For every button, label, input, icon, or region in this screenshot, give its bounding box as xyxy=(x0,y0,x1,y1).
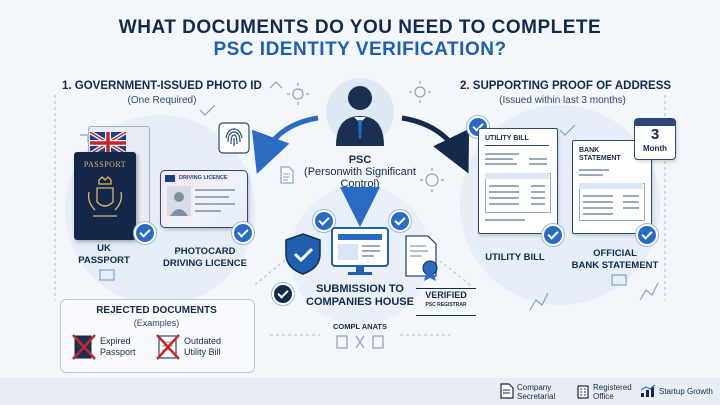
royal-crest-icon xyxy=(87,176,123,217)
licence-label-line2: DRIVING LICENCE xyxy=(163,258,247,269)
growth-chart-icon xyxy=(640,384,656,397)
building-icon xyxy=(577,385,589,399)
arrow-to-address xyxy=(401,115,470,174)
calendar-number: 3 xyxy=(650,126,660,143)
title-line-2: PSC IDENTITY VERIFICATION? xyxy=(213,39,507,60)
section1-subtitle: (One Required) xyxy=(127,95,197,106)
rejected-item-1-line2: Passport xyxy=(100,347,136,357)
bank-doc-title-line2: STATEMENT xyxy=(579,155,621,162)
footer-item-1-line2: Secretarial xyxy=(517,392,556,401)
rejected-item-1: Expired Passport xyxy=(100,336,136,358)
shield-check-icon xyxy=(272,283,294,305)
section2-subtitle: (Issued within last 3 months) xyxy=(499,95,626,106)
utility-bill-document: UTILITY BILL xyxy=(478,128,558,234)
outdated-utility-bill-icon xyxy=(156,334,180,360)
section2-title: 2. SUPPORTING PROOF OF ADDRESS xyxy=(460,80,672,92)
stamp-line1: VERIFIED xyxy=(425,290,467,300)
verified-stamp: VERIFIED PSC REGISTRAR xyxy=(416,288,476,316)
submission-line2: COMPANIES HOUSE xyxy=(306,296,414,308)
certificate-icon xyxy=(405,235,438,281)
utility-check-icon xyxy=(542,224,564,246)
rejected-item-2-line1: Outdated xyxy=(184,336,222,346)
small-document-icon xyxy=(280,166,294,184)
bank-label-line1: OFFICIAL xyxy=(593,248,637,259)
footer-item-2-line2: Office xyxy=(593,392,614,401)
utility-label: UTILITY BILL xyxy=(485,252,545,263)
rejected-subtitle: (Examples) xyxy=(133,318,180,328)
submission-line1: SUBMISSION TO xyxy=(316,283,404,295)
calendar-unit: Month xyxy=(643,144,667,153)
expired-passport-icon xyxy=(72,334,96,360)
footer-item-3: Startup Growth xyxy=(659,387,713,396)
stamp-line2: PSC REGISTRAR xyxy=(425,302,467,308)
footer-item-2-line1: Registered xyxy=(593,383,632,392)
rejected-item-2: Outdated Utility Bill xyxy=(184,336,221,358)
psc-person-icon xyxy=(326,78,394,146)
uk-passport: PASSPORT xyxy=(74,126,154,240)
driving-licence-card: DRIVING LICENCE xyxy=(160,170,248,228)
rejected-item-2-line2: Utility Bill xyxy=(184,347,221,357)
eu-flag-icon xyxy=(165,175,175,182)
compliance-icons xyxy=(336,335,384,349)
compliance-label: COMPL ANATS xyxy=(332,322,388,331)
passport-label-line2: PASSPORT xyxy=(78,255,130,266)
footer-item-1: Company Secretarial xyxy=(517,383,555,401)
licence-label-line1: PHOTOCARD xyxy=(174,246,236,257)
footer-item-3-line1: Startup Growth xyxy=(659,387,713,396)
passport-cover-text: PASSPORT xyxy=(83,160,127,169)
passport-label-line1: UK xyxy=(97,243,111,254)
shield-icon xyxy=(285,233,321,275)
calendar-icon: 3 Month xyxy=(634,118,676,160)
fingerprint-icon xyxy=(218,122,250,154)
center-check-left-icon xyxy=(313,210,335,232)
licence-card-text: DRIVING LICENCE xyxy=(179,175,228,181)
monitor-icon xyxy=(331,227,389,275)
uk-flag-icon xyxy=(90,132,126,154)
licence-check-icon xyxy=(232,222,254,244)
licence-photo-icon xyxy=(167,186,191,216)
center-check-right-icon xyxy=(389,210,411,232)
bank-label-line2: BANK STATEMENT xyxy=(571,260,659,271)
arrow-to-id xyxy=(251,115,319,175)
footer-item-1-line1: Company xyxy=(517,383,552,392)
rejected-title: REJECTED DOCUMENTS xyxy=(96,305,217,316)
bank-check-icon xyxy=(636,224,658,246)
document-icon xyxy=(500,383,514,399)
passport-check-icon xyxy=(134,222,156,244)
utility-doc-title: UTILITY BILL xyxy=(485,135,529,142)
footer-bar xyxy=(0,378,720,405)
footer-item-2: Registered Office xyxy=(593,383,632,401)
psc-line2: (Personwith Significant xyxy=(304,166,416,178)
title-line-1: WHAT DOCUMENTS DO YOU NEED TO COMPLETE xyxy=(118,17,602,38)
rejected-item-1-line1: Expired xyxy=(100,336,131,346)
bank-doc-title-line1: BANK xyxy=(579,147,600,154)
psc-line1: PSC xyxy=(348,154,372,166)
section1-title: 1. GOVERNMENT-ISSUED PHOTO ID xyxy=(62,80,262,92)
